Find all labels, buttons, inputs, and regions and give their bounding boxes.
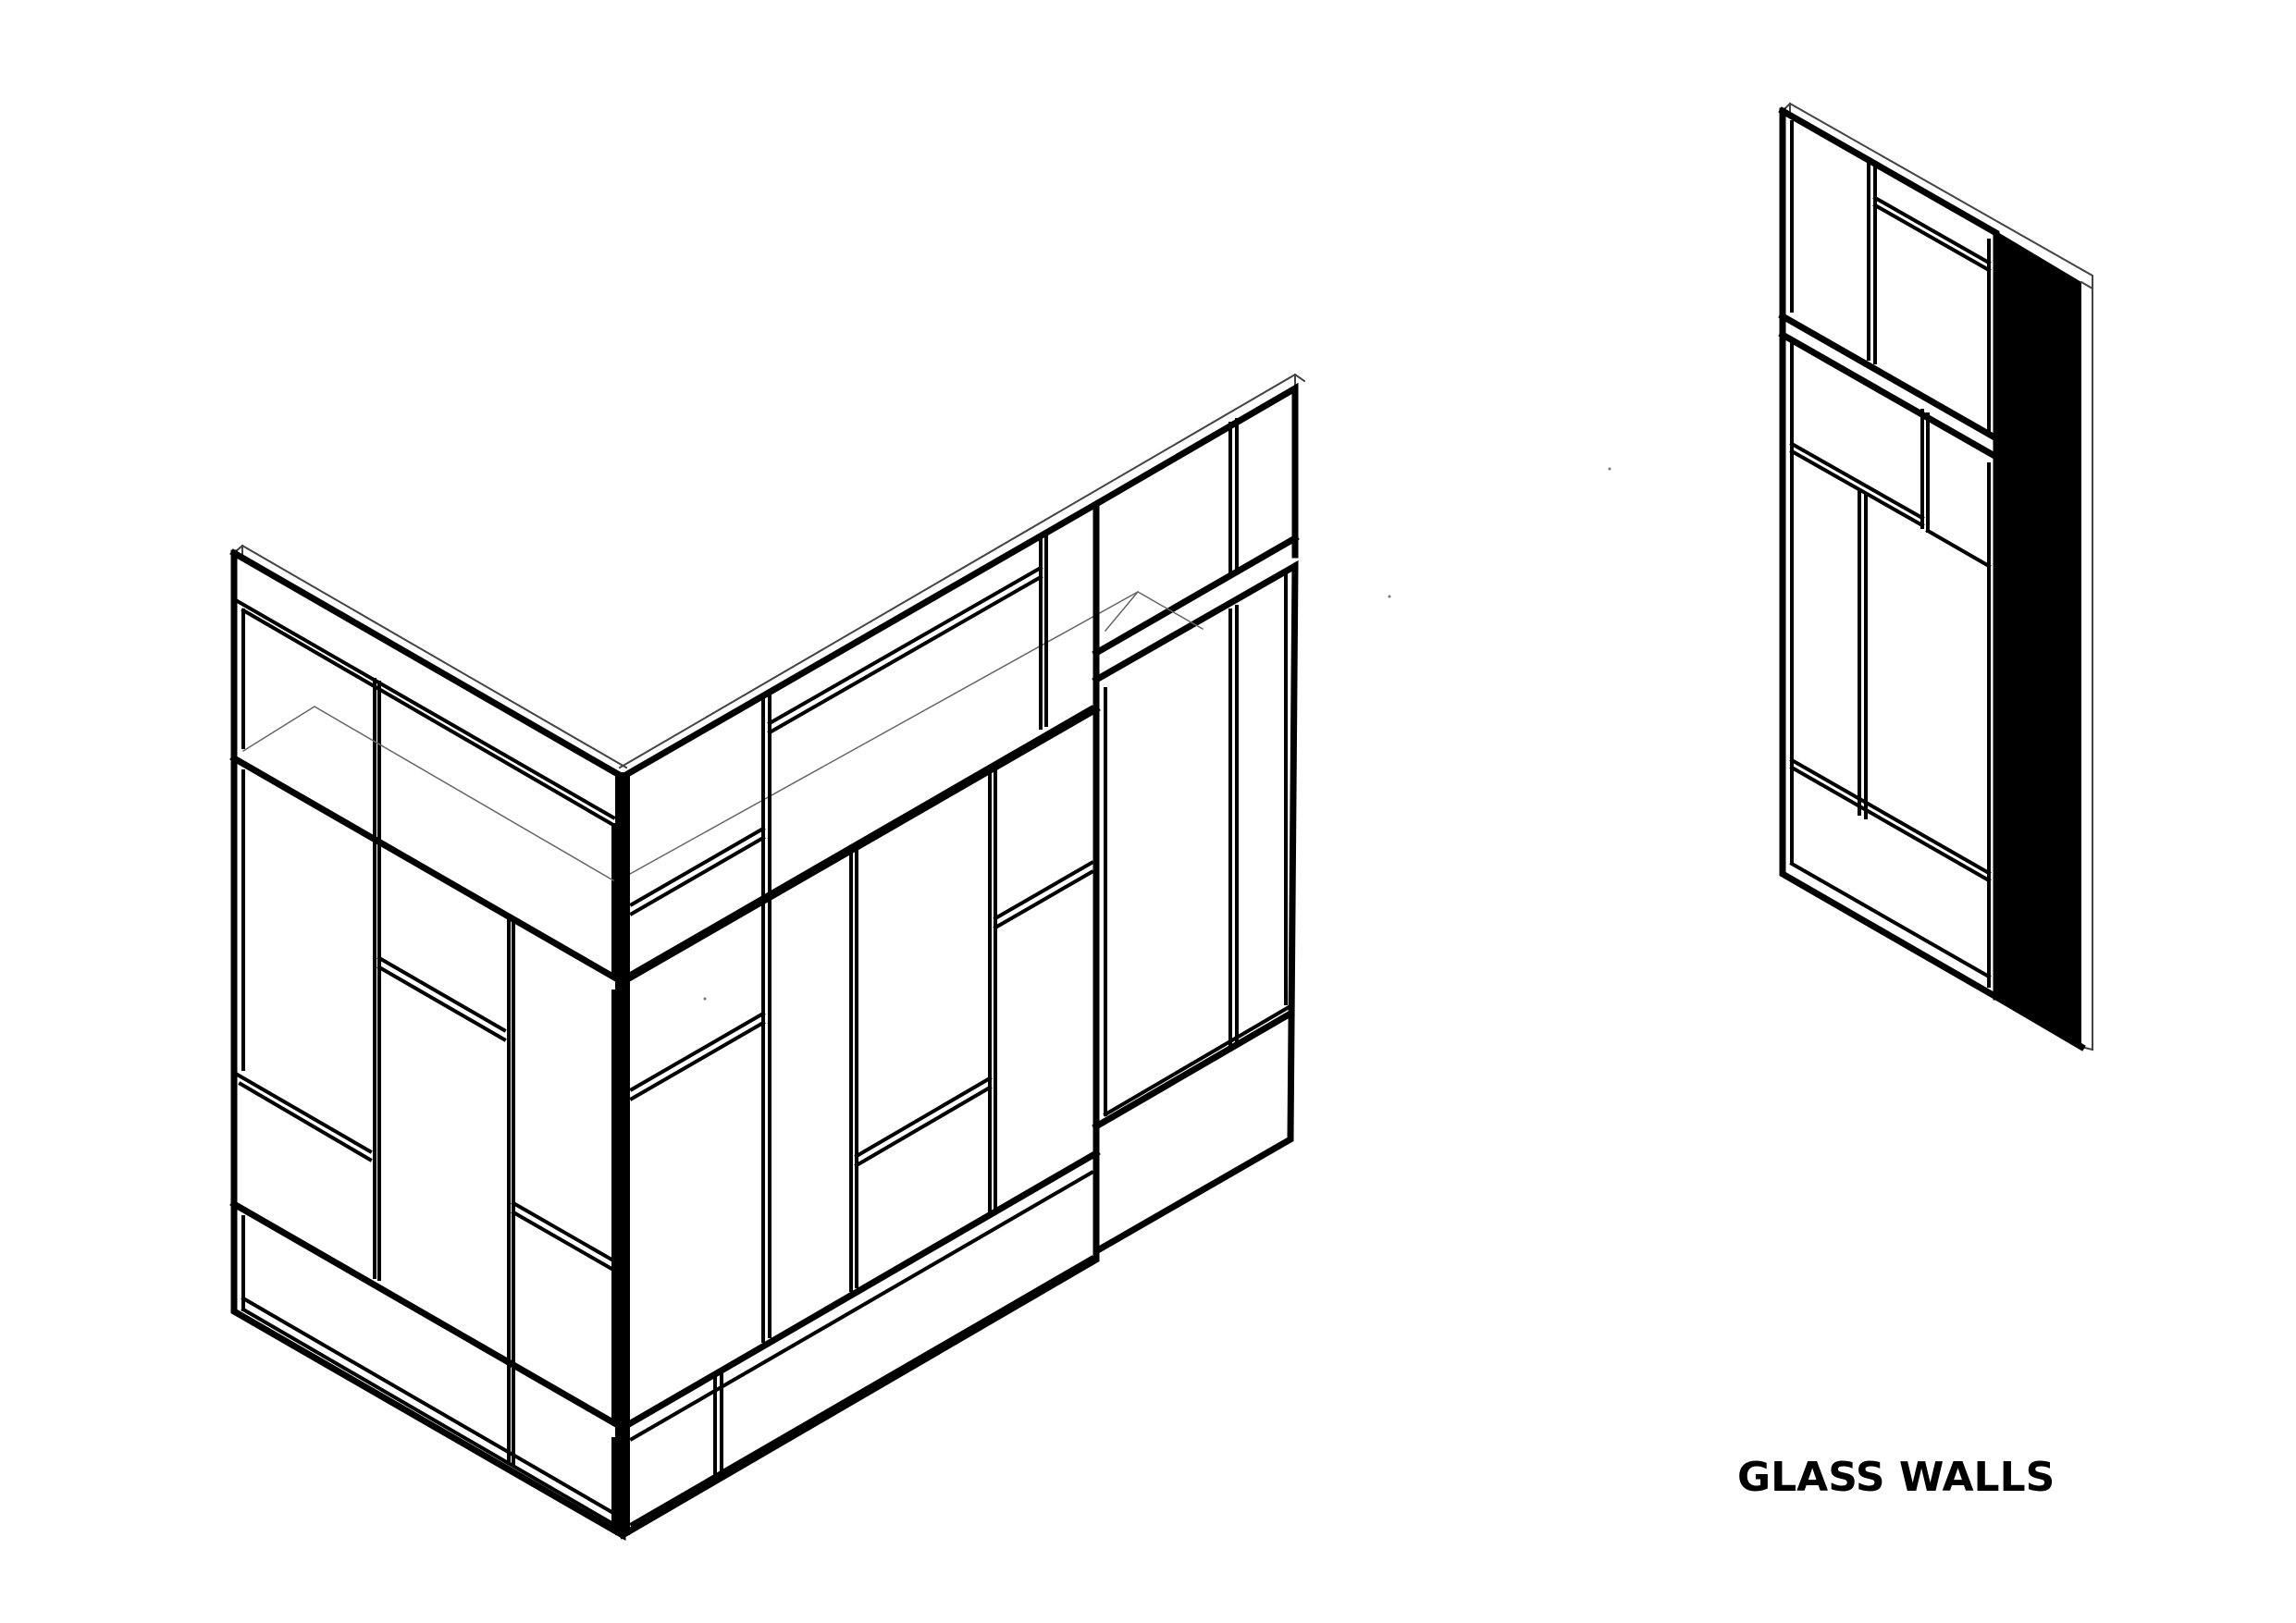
single-glass-wall-panel xyxy=(1778,102,2094,1051)
offset-wall-mullions xyxy=(1103,418,1293,1117)
corner-glass-wall-assembly xyxy=(229,373,1306,1542)
left-wall-sightlines xyxy=(241,590,1140,882)
panel-mullions xyxy=(1789,120,1992,988)
figure-caption: GLASS WALLS xyxy=(1737,1454,2055,1501)
panel-side-edge xyxy=(1996,231,2081,1047)
offset-wall-sightlines xyxy=(1104,591,1204,633)
right-wall-frame xyxy=(618,498,1101,1540)
offset-wall-frame xyxy=(1092,382,1300,1253)
left-wall-frame xyxy=(229,548,627,1542)
corner-post xyxy=(615,772,630,1535)
panel-frame xyxy=(1778,106,2086,1051)
stray-marks xyxy=(703,467,1611,1001)
right-wall-mullions xyxy=(629,532,1094,1527)
left-wall-mullions xyxy=(231,596,616,1528)
